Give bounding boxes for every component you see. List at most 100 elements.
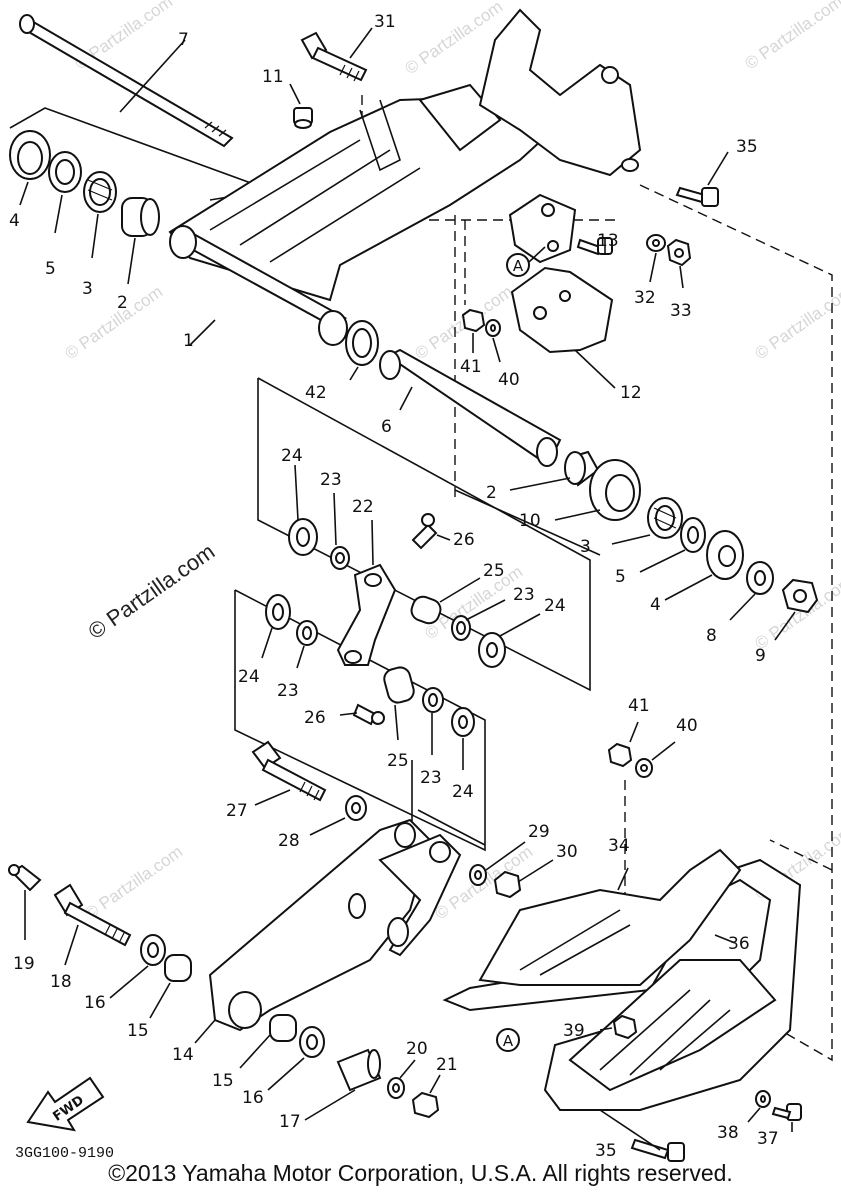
part-label-23: 23 [420,768,442,788]
part-23-bushing [451,599,506,641]
part-11-bolt [289,83,313,129]
part-24-seal [478,613,541,668]
part-label-35: 35 [595,1141,617,1161]
part-label-14: 14 [172,1045,194,1065]
part-18-bolt [53,883,132,966]
part-23-bushing [330,492,350,570]
part-label-24: 24 [281,446,303,466]
callout-marker-lower: A [496,1028,520,1052]
diagram-reference-code: 3GG100-9190 [15,1145,114,1162]
part-22-relay-arm [336,519,397,666]
watermark: © Partzilla.com [61,282,166,363]
part-label-17: 17 [279,1112,301,1132]
part-label-30: 30 [556,842,578,862]
part-28-washer [309,795,367,836]
part-26-grease-nipple [339,703,385,726]
part-label-27: 27 [226,801,248,821]
part-label-18: 18 [50,972,72,992]
part-8-washer [729,561,774,621]
part-35-bolt [599,1109,685,1162]
part-label-41: 41 [460,357,482,377]
part-label-34: 34 [608,836,630,856]
part-34-skid-frame [442,848,802,1111]
part-label-5: 5 [45,259,56,279]
part-14-connecting-arm [194,818,462,1044]
part-26-grease-nipple [411,513,451,550]
part-label-16: 16 [242,1088,264,1108]
part-16-seal [267,1026,325,1091]
part-2-bearing [121,197,160,285]
part-27-bolt [251,740,327,806]
part-label-20: 20 [406,1039,428,1059]
watermark: © Partzilla.com [751,282,841,363]
part-label-40: 40 [498,370,520,390]
part-label-2: 2 [486,483,497,503]
part-label-36: 36 [728,934,750,954]
part-10-housing [554,459,641,521]
part-9-nut [774,578,819,641]
part-15-collar [149,954,192,1019]
part-1-swingarm [168,83,557,346]
part-3-collar [611,497,683,545]
part-label-10: 10 [519,511,541,531]
part-label-23: 23 [277,681,299,701]
part-number-labels: 31 7 11 35 4 5 3 2 13 32 33 1 41 40 12 4… [9,12,779,1161]
part-42-seal [345,320,379,381]
part-label-23: 23 [513,585,535,605]
part-label-12: 12 [620,383,642,403]
watermark: © Partzilla.com [741,0,841,73]
part-label-15: 15 [212,1071,234,1091]
rear-bracket-plate [478,8,642,177]
part-label-39: 39 [563,1021,585,1041]
part-29-washer [469,841,526,886]
part-label-4: 4 [9,211,20,231]
part-label-24: 24 [544,596,566,616]
part-24-seal [288,464,318,556]
part-32-washer [646,234,666,283]
part-39-nut [599,1014,638,1040]
part-7-pivot-shaft [19,14,234,148]
part-16-seal [109,934,166,999]
part-41-nut [461,308,486,353]
part-label-26: 26 [453,530,475,550]
part-label-26: 26 [304,708,326,728]
part-23-bushing [296,620,318,669]
part-15-collar [239,1014,297,1069]
part-13-bolt [576,237,613,256]
part-label-9: 9 [755,646,766,666]
part-label-4: 4 [650,595,661,615]
part-25-collar [410,577,481,625]
part-label-11: 11 [262,67,284,87]
part-23-bushing [422,687,444,755]
part-label-31: 31 [374,12,396,32]
copyright-notice: ©2013 Yamaha Motor Corporation, U.S.A. A… [108,1160,733,1186]
part-17-pin [304,1048,382,1121]
part-40-washer [485,319,501,363]
fwd-arrow-icon: FWD [26,1076,105,1132]
part-label-35: 35 [736,137,758,157]
part-19-grease-nipple [8,864,42,940]
part-label-7: 7 [178,30,189,50]
part-label-16: 16 [84,993,106,1013]
watermark: © Partzilla.com [81,842,186,923]
part-6-sleeve [379,348,562,467]
part-label-29: 29 [528,822,550,842]
part-label-23: 23 [320,470,342,490]
part-5-seal [48,151,82,234]
part-38-washer [747,1090,771,1123]
callout-marker-label: A [513,257,524,275]
part-label-3: 3 [580,537,591,557]
callout-marker-upper: A [506,246,546,277]
part-label-13: 13 [597,231,619,251]
watermark-large: © Partzilla.com [84,539,220,645]
part-label-8: 8 [706,626,717,646]
part-5-seal [639,517,706,573]
part-12-chain-slider [510,266,616,389]
part-label-3: 3 [82,279,93,299]
part-label-42: 42 [305,383,327,403]
part-4-cap [664,530,744,601]
callout-marker-label: A [503,1032,514,1050]
part-33-nut [666,238,692,289]
part-label-24: 24 [238,667,260,687]
